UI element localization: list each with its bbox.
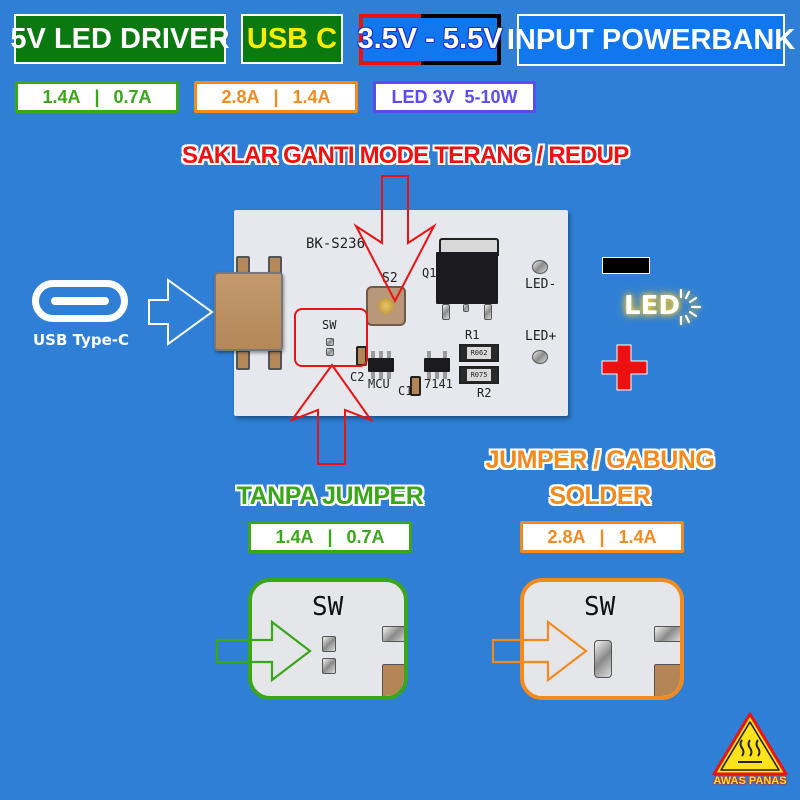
usb-c-badge-text: USB C bbox=[246, 22, 338, 55]
resistor-r2: R075 bbox=[459, 366, 499, 384]
usb-tab bbox=[268, 350, 282, 370]
minus-symbol-icon bbox=[602, 257, 650, 274]
usb-c-connector[interactable] bbox=[214, 272, 283, 351]
led-glow-label: LED bbox=[624, 291, 680, 321]
chip-leg bbox=[387, 372, 391, 379]
title-badge: 5V LED DRIVER bbox=[10, 14, 230, 64]
r1-label: R1 bbox=[465, 328, 480, 342]
edge-pad bbox=[654, 626, 680, 642]
transistor-ref-label: Q1 bbox=[422, 266, 437, 280]
separator: | bbox=[94, 86, 100, 107]
jumper-title-line1: JUMPER / GABUNG bbox=[485, 446, 715, 474]
chip-leg bbox=[443, 351, 447, 358]
sw-pad-bottom bbox=[326, 348, 334, 356]
c1-label: C1 bbox=[398, 384, 413, 398]
chip-leg bbox=[443, 372, 447, 379]
switch-arrow-down-icon bbox=[353, 175, 437, 304]
chip-leg bbox=[371, 372, 375, 379]
title-badge-text: 5V LED DRIVER bbox=[10, 22, 230, 55]
usb-type-c-logo-icon bbox=[32, 280, 128, 322]
sw-pad-top bbox=[326, 338, 334, 346]
current-low: 0.7A bbox=[113, 86, 152, 107]
chip-leg bbox=[371, 351, 375, 358]
separator: | bbox=[599, 526, 605, 547]
mcu-chip bbox=[368, 358, 394, 372]
switch-mode-caption: SAKLAR GANTI MODE TERANG / REDUP bbox=[182, 142, 629, 169]
q1-leg bbox=[463, 304, 469, 312]
closeup-sw-label: SW bbox=[312, 592, 344, 622]
warning-label: AWAS PANAS bbox=[713, 775, 787, 787]
c2-label: C2 bbox=[350, 370, 365, 384]
chip-leg bbox=[379, 351, 383, 358]
current-high: 1.4A bbox=[42, 86, 81, 107]
jumper-arrow-icon bbox=[491, 619, 588, 683]
q1-leg bbox=[442, 304, 450, 320]
r2-value: R075 bbox=[467, 369, 491, 381]
input-powerbank-badge: INPUT POWERBANK bbox=[507, 14, 795, 66]
led-minus-pad bbox=[532, 260, 548, 274]
usb-arrow-icon bbox=[148, 278, 214, 346]
ic-label: 7141 bbox=[424, 377, 453, 391]
chip-leg bbox=[427, 351, 431, 358]
current-high: 2.8A bbox=[221, 86, 260, 107]
no-jumper-title: TANPA JUMPER bbox=[236, 482, 424, 510]
chip-leg bbox=[379, 372, 383, 379]
input-powerbank-text: INPUT POWERBANK bbox=[506, 23, 796, 56]
voltage-badge: 3.5V - 5.5V bbox=[357, 14, 503, 65]
sw-arrow-up-icon bbox=[289, 363, 374, 465]
edge-pad bbox=[654, 664, 680, 696]
sw-highlight-box bbox=[294, 308, 368, 367]
led-minus-label: LED- bbox=[525, 277, 557, 292]
hot-surface-warning-icon bbox=[712, 712, 788, 776]
plus-symbol-icon bbox=[601, 344, 648, 391]
led-label-text: LED bbox=[624, 291, 680, 321]
pcb-model-label: BK-S236 bbox=[306, 236, 366, 252]
current-jumper-pill: 2.8A | 1.4A bbox=[194, 81, 358, 113]
jumper-title-line2: SOLDER bbox=[549, 482, 651, 510]
resistor-r1: R062 bbox=[459, 344, 499, 362]
chip-leg bbox=[435, 372, 439, 379]
no-jumper-current-pill: 1.4A | 0.7A bbox=[248, 521, 412, 553]
r2-label: R2 bbox=[477, 386, 492, 400]
chip-leg bbox=[427, 372, 431, 379]
separator: | bbox=[327, 526, 333, 547]
mcu-label: MCU bbox=[368, 377, 390, 391]
current-low: 0.7A bbox=[346, 526, 385, 547]
open-pad-bottom bbox=[322, 658, 336, 674]
voltage-badge-text: 3.5V - 5.5V bbox=[357, 23, 503, 55]
led-spec-text: LED 3V 5-10W bbox=[391, 86, 518, 107]
pcb-board: BK-S236 S2 Q1 SW LED- LED+ R1 R2 C2 MCU … bbox=[234, 210, 568, 416]
jumper-current-pill: 2.8A | 1.4A bbox=[520, 521, 684, 553]
current-low: 1.4A bbox=[618, 526, 657, 547]
led-plus-label: LED+ bbox=[525, 329, 557, 344]
usb-type-c-label: USB Type-C bbox=[32, 331, 129, 349]
q1-transistor bbox=[436, 238, 499, 304]
current-high: 1.4A bbox=[275, 526, 314, 547]
edge-pad bbox=[382, 664, 404, 696]
led-spec-pill: LED 3V 5-10W bbox=[373, 81, 536, 113]
current-high: 2.8A bbox=[547, 526, 586, 547]
ic-7141-chip bbox=[424, 358, 450, 372]
current-low: 1.4A bbox=[292, 86, 331, 107]
soldered-jumper-pad bbox=[594, 640, 612, 678]
jumper-title: JUMPER / GABUNG SOLDER bbox=[480, 442, 720, 514]
sw-label: SW bbox=[322, 318, 337, 332]
usb-c-badge: USB C bbox=[241, 14, 343, 64]
edge-pad bbox=[382, 626, 404, 642]
capacitor-c1 bbox=[410, 376, 421, 396]
r1-value: R062 bbox=[467, 347, 491, 359]
no-jumper-arrow-icon bbox=[215, 619, 312, 683]
usb-tab bbox=[236, 350, 250, 370]
closeup-sw-label: SW bbox=[584, 592, 616, 622]
q1-leg bbox=[484, 304, 492, 320]
open-pad-top bbox=[322, 636, 336, 652]
current-default-pill: 1.4A | 0.7A bbox=[15, 81, 179, 113]
chip-leg bbox=[387, 351, 391, 358]
led-light-rays-icon bbox=[679, 288, 702, 326]
led-plus-pad bbox=[532, 350, 548, 364]
separator: | bbox=[273, 86, 279, 107]
